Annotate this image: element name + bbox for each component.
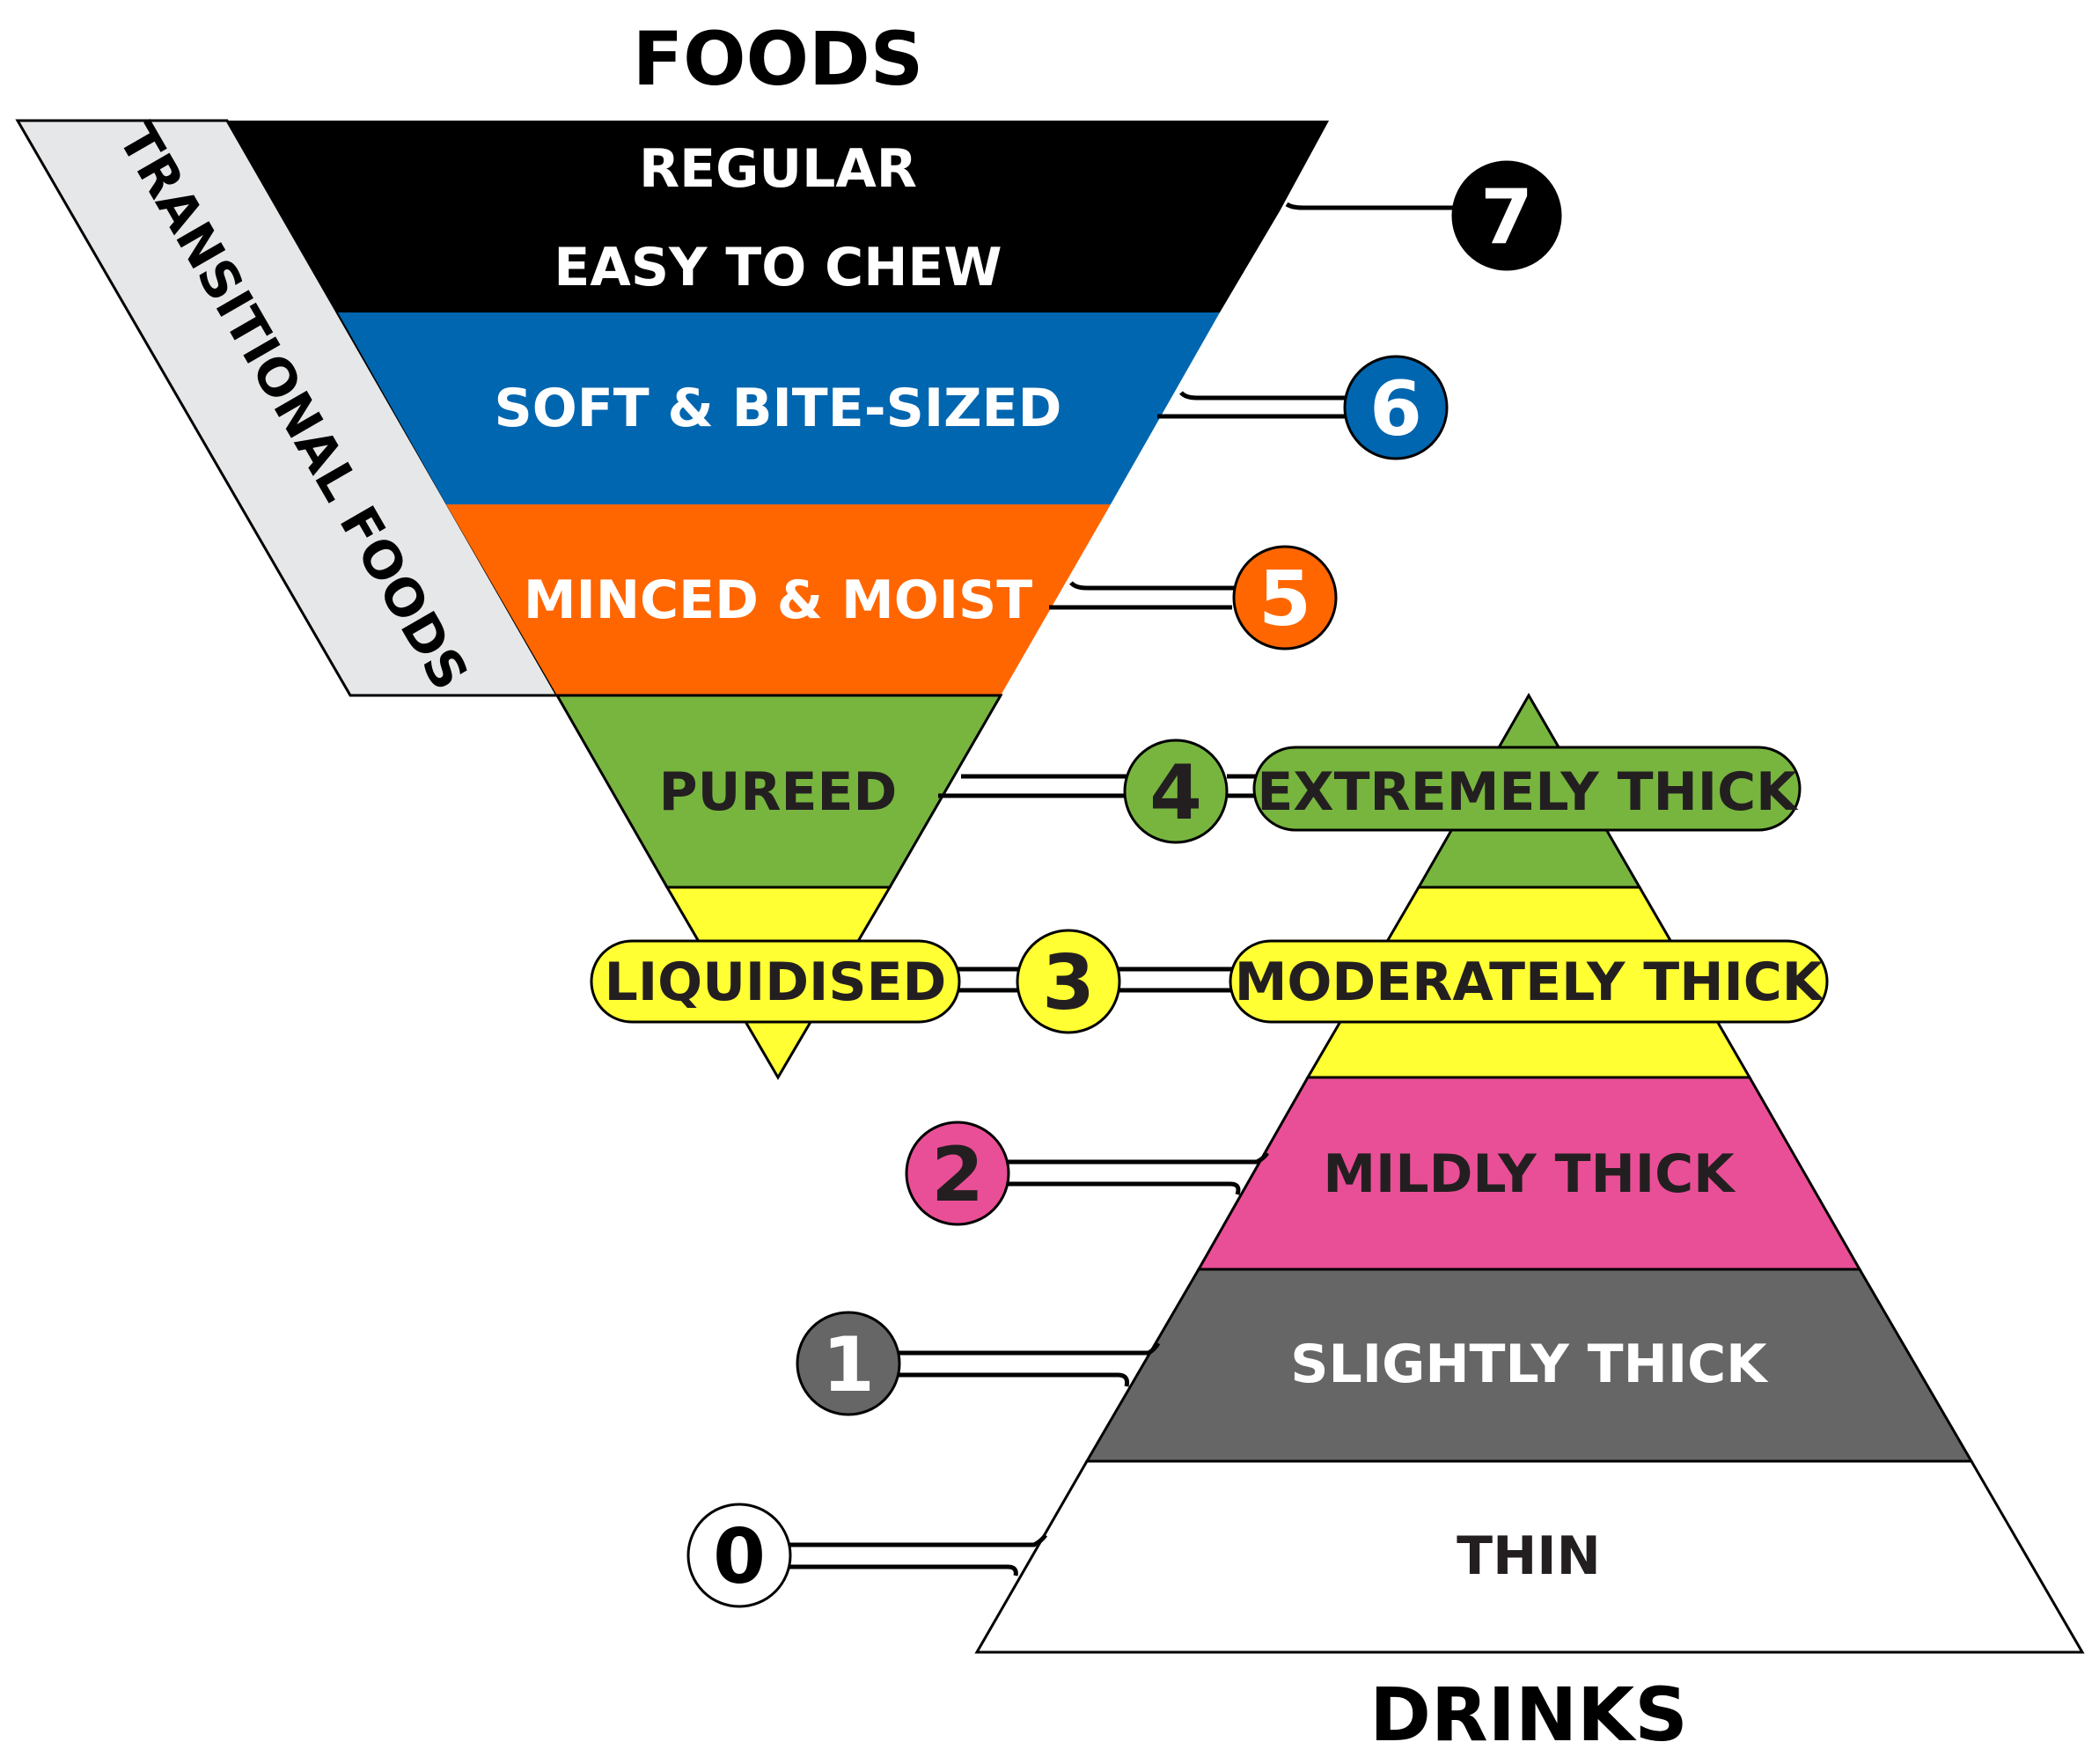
food-label-liquidised: LIQUIDISED — [605, 952, 947, 1013]
level-number-7: 7 — [1480, 173, 1533, 261]
food-band-minced-moist — [446, 504, 1111, 695]
foods-title: FOODS — [633, 16, 923, 102]
connector-3 — [957, 967, 1234, 993]
extremely-thick-pill — [1252, 746, 1802, 832]
drink-label-mildly-thick: MILDLY THICK — [1323, 1143, 1736, 1205]
level-badge-2 — [905, 1121, 1010, 1226]
liquidised-pill — [590, 939, 961, 1024]
food-label-pureed: PUREED — [659, 761, 898, 823]
level-number-0: 0 — [713, 1513, 766, 1601]
food-label-minced-moist: MINCED & MOIST — [524, 570, 1032, 631]
connector-1 — [896, 1341, 1161, 1387]
level-badge-1 — [796, 1311, 901, 1416]
connector-0 — [788, 1533, 1048, 1577]
level-badge-3 — [1016, 929, 1121, 1034]
level-number-1: 1 — [822, 1321, 875, 1409]
connector-2 — [1005, 1151, 1270, 1195]
connector-7 — [1285, 202, 1461, 210]
food-band-easy-to-chew — [280, 211, 1280, 312]
level-number-2: 2 — [931, 1131, 984, 1219]
food-band-regular — [227, 121, 1329, 211]
connector-4 — [938, 774, 1259, 798]
drink-label-moderately-thick: MODERATELY THICK — [1235, 952, 1825, 1013]
drink-label-extremely-thick: EXTREMELY THICK — [1257, 761, 1799, 823]
level-number-6: 6 — [1369, 365, 1422, 453]
drink-band-thin — [974, 1459, 2085, 1654]
food-label-easy-to-chew: EASY TO CHEW — [554, 237, 1002, 298]
food-label-regular: REGULAR — [639, 138, 917, 200]
level-badge-5 — [1232, 545, 1338, 650]
connectors — [788, 202, 1461, 1577]
connector-5 — [1049, 581, 1243, 610]
food-label-soft-bite-sized: SOFT & BITE-SIZED — [495, 378, 1062, 439]
drink-label-slightly-thick: SLIGHTLY THICK — [1290, 1334, 1769, 1395]
level-number-5: 5 — [1259, 555, 1311, 643]
connector-6 — [1157, 391, 1355, 419]
drinks-title: DRINKS — [1369, 1672, 1688, 1758]
drink-label-thin: THIN — [1457, 1525, 1601, 1587]
level-badge-7 — [1451, 160, 1562, 271]
foods-pyramid — [227, 121, 1329, 1080]
food-band-soft-bite-sized — [338, 312, 1220, 504]
level-number-4: 4 — [1149, 749, 1202, 837]
moderately-thick-pill — [1229, 939, 1829, 1024]
level-badges — [686, 160, 1562, 1608]
level-badge-4 — [1123, 739, 1229, 844]
level-badge-6 — [1343, 355, 1449, 460]
level-number-3: 3 — [1042, 939, 1095, 1027]
level-badge-0 — [686, 1503, 792, 1608]
